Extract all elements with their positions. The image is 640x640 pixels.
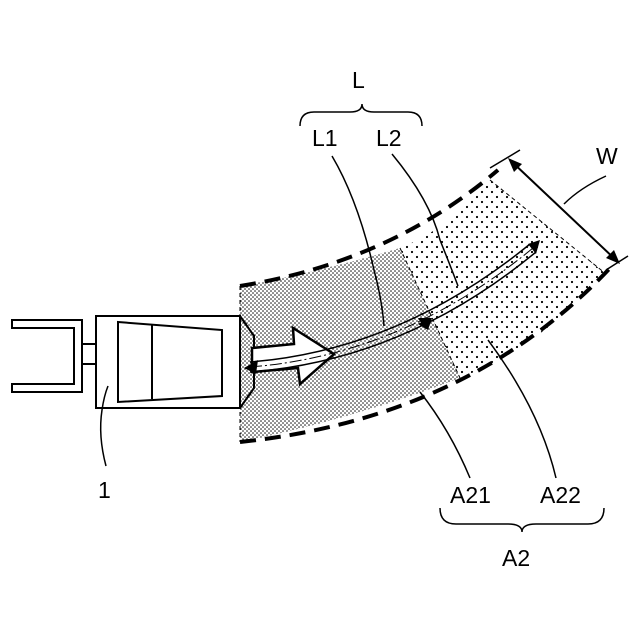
label-W: W [596, 143, 618, 169]
label-A2: A2 [502, 545, 530, 571]
label-L: L [352, 67, 365, 93]
label-A21: A21 [450, 482, 491, 508]
brace-A2 [440, 508, 604, 532]
vehicle [12, 316, 254, 408]
vehicle-cab [118, 322, 222, 402]
vehicle-mast-block [82, 344, 96, 364]
label-L1: L1 [312, 125, 338, 151]
label-L2: L2 [376, 125, 402, 151]
vehicle-fork [12, 320, 82, 392]
label-A22: A22 [540, 482, 581, 508]
leader-A22 [488, 340, 556, 478]
label-vehicle: 1 [98, 477, 111, 503]
leader-A21 [420, 392, 470, 478]
brace-L [300, 104, 422, 126]
width-leader [564, 176, 606, 204]
